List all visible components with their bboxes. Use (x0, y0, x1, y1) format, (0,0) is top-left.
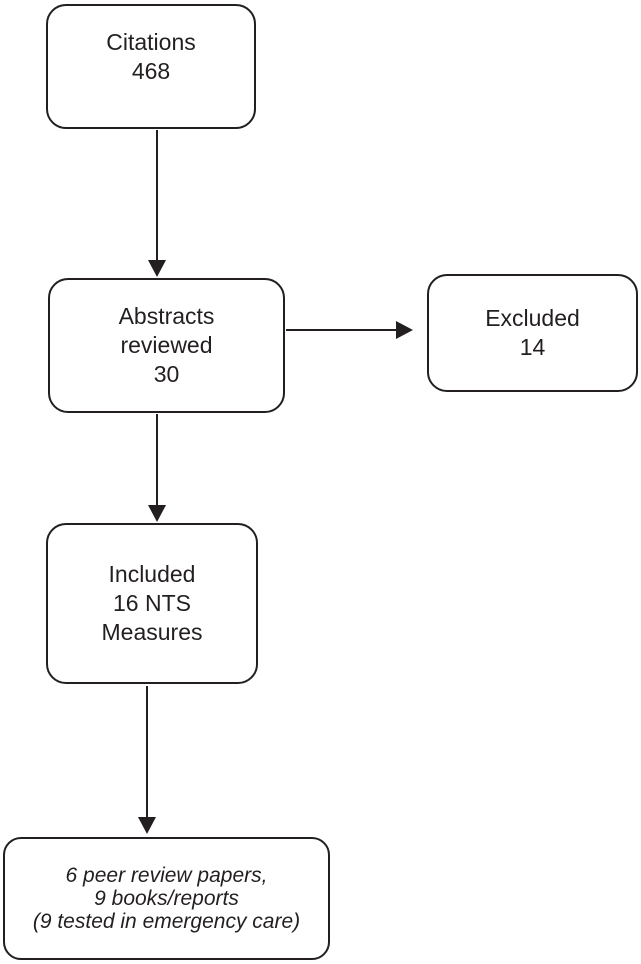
arrow-abstracts-to-included (148, 414, 166, 522)
included-label-line-1: Included (108, 561, 196, 587)
included-box: Included 16 NTS Measures (46, 523, 258, 684)
arrow-included-to-results (138, 686, 156, 834)
results-line-1: 6 peer review papers, (65, 864, 268, 887)
results-line-3: (9 tested in emergency care) (32, 910, 301, 933)
arrow-abstracts-to-excluded (286, 321, 413, 339)
excluded-label: Excluded (485, 305, 580, 331)
included-label-line-2: 16 NTS (113, 590, 191, 616)
abstracts-label-line-1: Abstracts (118, 303, 215, 329)
abstracts-reviewed-box: Abstracts reviewed 30 (48, 278, 285, 413)
excluded-box: Excluded 14 (427, 274, 638, 392)
citations-count: 468 (131, 58, 171, 84)
included-label-line-3: Measures (101, 619, 203, 645)
citations-box: Citations 468 (46, 4, 256, 129)
citations-label: Citations (106, 29, 196, 55)
arrow-citations-to-abstracts (148, 130, 166, 277)
results-box: 6 peer review papers, 9 books/reports (9… (3, 837, 330, 960)
abstracts-count: 30 (153, 361, 180, 387)
excluded-count: 14 (519, 334, 546, 360)
results-line-2: 9 books/reports (94, 887, 239, 910)
abstracts-label-line-2: reviewed (120, 332, 213, 358)
